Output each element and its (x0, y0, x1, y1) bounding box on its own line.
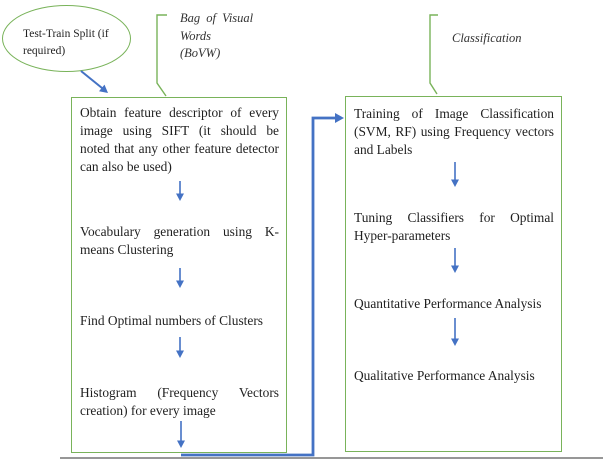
bovw-pipeline-box: Obtain feature descriptor of every image… (71, 97, 287, 453)
bovw-section-label: Bag of Visual Words (BoVW) (180, 11, 254, 60)
bovw-bracket (156, 14, 167, 97)
classification-step-1: Training of Image Classification (SVM, R… (354, 106, 554, 157)
bovw-step-2: Vocabulary generation using K-means Clus… (80, 224, 279, 257)
classification-step-4: Qualitative Performance Analysis (354, 368, 535, 383)
classification-bracket (429, 14, 438, 95)
bovw-step-3: Find Optimal numbers of Clusters (80, 313, 263, 328)
classification-section-label: Classification (452, 31, 522, 45)
start-ellipse: Test-Train Split (if required) (2, 5, 131, 72)
classification-pipeline-box: Training of Image Classification (SVM, R… (345, 96, 562, 452)
classification-step-3: Quantitative Performance Analysis (354, 296, 542, 311)
start-ellipse-label: Test-Train Split (if required) (23, 28, 109, 57)
classification-step-2: Tuning Classifiers for Optimal Hyper-par… (354, 210, 554, 243)
ellipse-to-bovw-arrow (80, 70, 108, 93)
bovw-step-1: Obtain feature descriptor of every image… (80, 105, 279, 174)
bovw-step-4: Histogram (Frequency Vectors creation) f… (80, 385, 279, 418)
